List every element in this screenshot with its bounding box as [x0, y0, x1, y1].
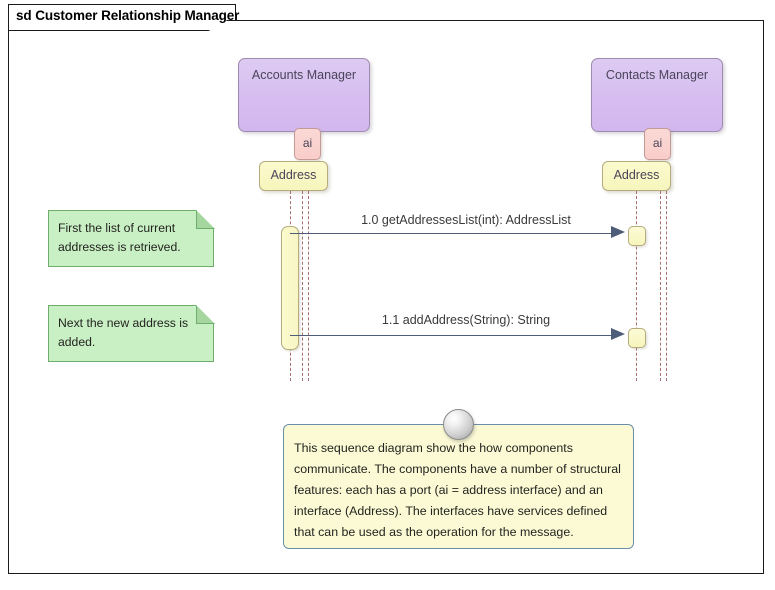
note-first-text: First the list of current addresses is r…: [58, 221, 181, 254]
interface-label-contacts-manager: Address: [613, 168, 660, 182]
component-label-contacts-manager: Contacts Manager: [605, 68, 709, 82]
message-arrowhead-1-1: [611, 328, 625, 340]
port-label-accounts-manager: ai: [302, 136, 313, 150]
lifeline-accounts-manager-port-a: [302, 191, 303, 381]
lifeline-accounts-manager-port-b: [308, 191, 309, 381]
lifeline-head-contacts-manager[interactable]: Contacts Manager: [591, 58, 723, 132]
message-line-1-0[interactable]: [290, 233, 611, 234]
note-anchor-sphere-icon: [443, 409, 474, 440]
note-next[interactable]: [48, 305, 214, 362]
port-accounts-manager-ai[interactable]: ai: [294, 128, 321, 160]
lifeline-head-accounts-manager[interactable]: Accounts Manager: [238, 58, 370, 132]
diagram-frame: [8, 20, 764, 574]
message-line-1-1[interactable]: [290, 335, 611, 336]
component-label-accounts-manager: Accounts Manager: [251, 68, 357, 82]
port-contacts-manager-ai[interactable]: ai: [644, 128, 671, 160]
activation-bar-contacts-manager-msg-1-0[interactable]: [628, 226, 646, 246]
activation-bar-accounts-manager[interactable]: [281, 226, 299, 350]
interface-label-accounts-manager: Address: [270, 168, 317, 182]
message-label-1-1: 1.1 addAddress(String): String: [381, 313, 551, 327]
diagram-title: sd Customer Relationship Manager: [16, 8, 240, 23]
note-first[interactable]: [48, 210, 214, 267]
message-arrowhead-1-0: [611, 226, 625, 238]
lifeline-contacts-manager-interface: [636, 191, 637, 381]
lifeline-contacts-manager-port-b: [666, 191, 667, 381]
diagram-frame-tab[interactable]: [8, 4, 236, 31]
interface-contacts-manager-address[interactable]: Address: [602, 161, 671, 191]
message-label-1-0: 1.0 getAddressesList(int): AddressList: [361, 213, 571, 227]
interface-accounts-manager-address[interactable]: Address: [259, 161, 328, 191]
note-next-text: Next the new address is added.: [58, 316, 189, 349]
port-label-contacts-manager: ai: [652, 136, 663, 150]
lifeline-contacts-manager-port-a: [660, 191, 661, 381]
note-summary-text: This sequence diagram show the how compo…: [294, 441, 621, 539]
note-summary[interactable]: [283, 424, 634, 549]
activation-bar-contacts-manager-msg-1-1[interactable]: [628, 328, 646, 348]
